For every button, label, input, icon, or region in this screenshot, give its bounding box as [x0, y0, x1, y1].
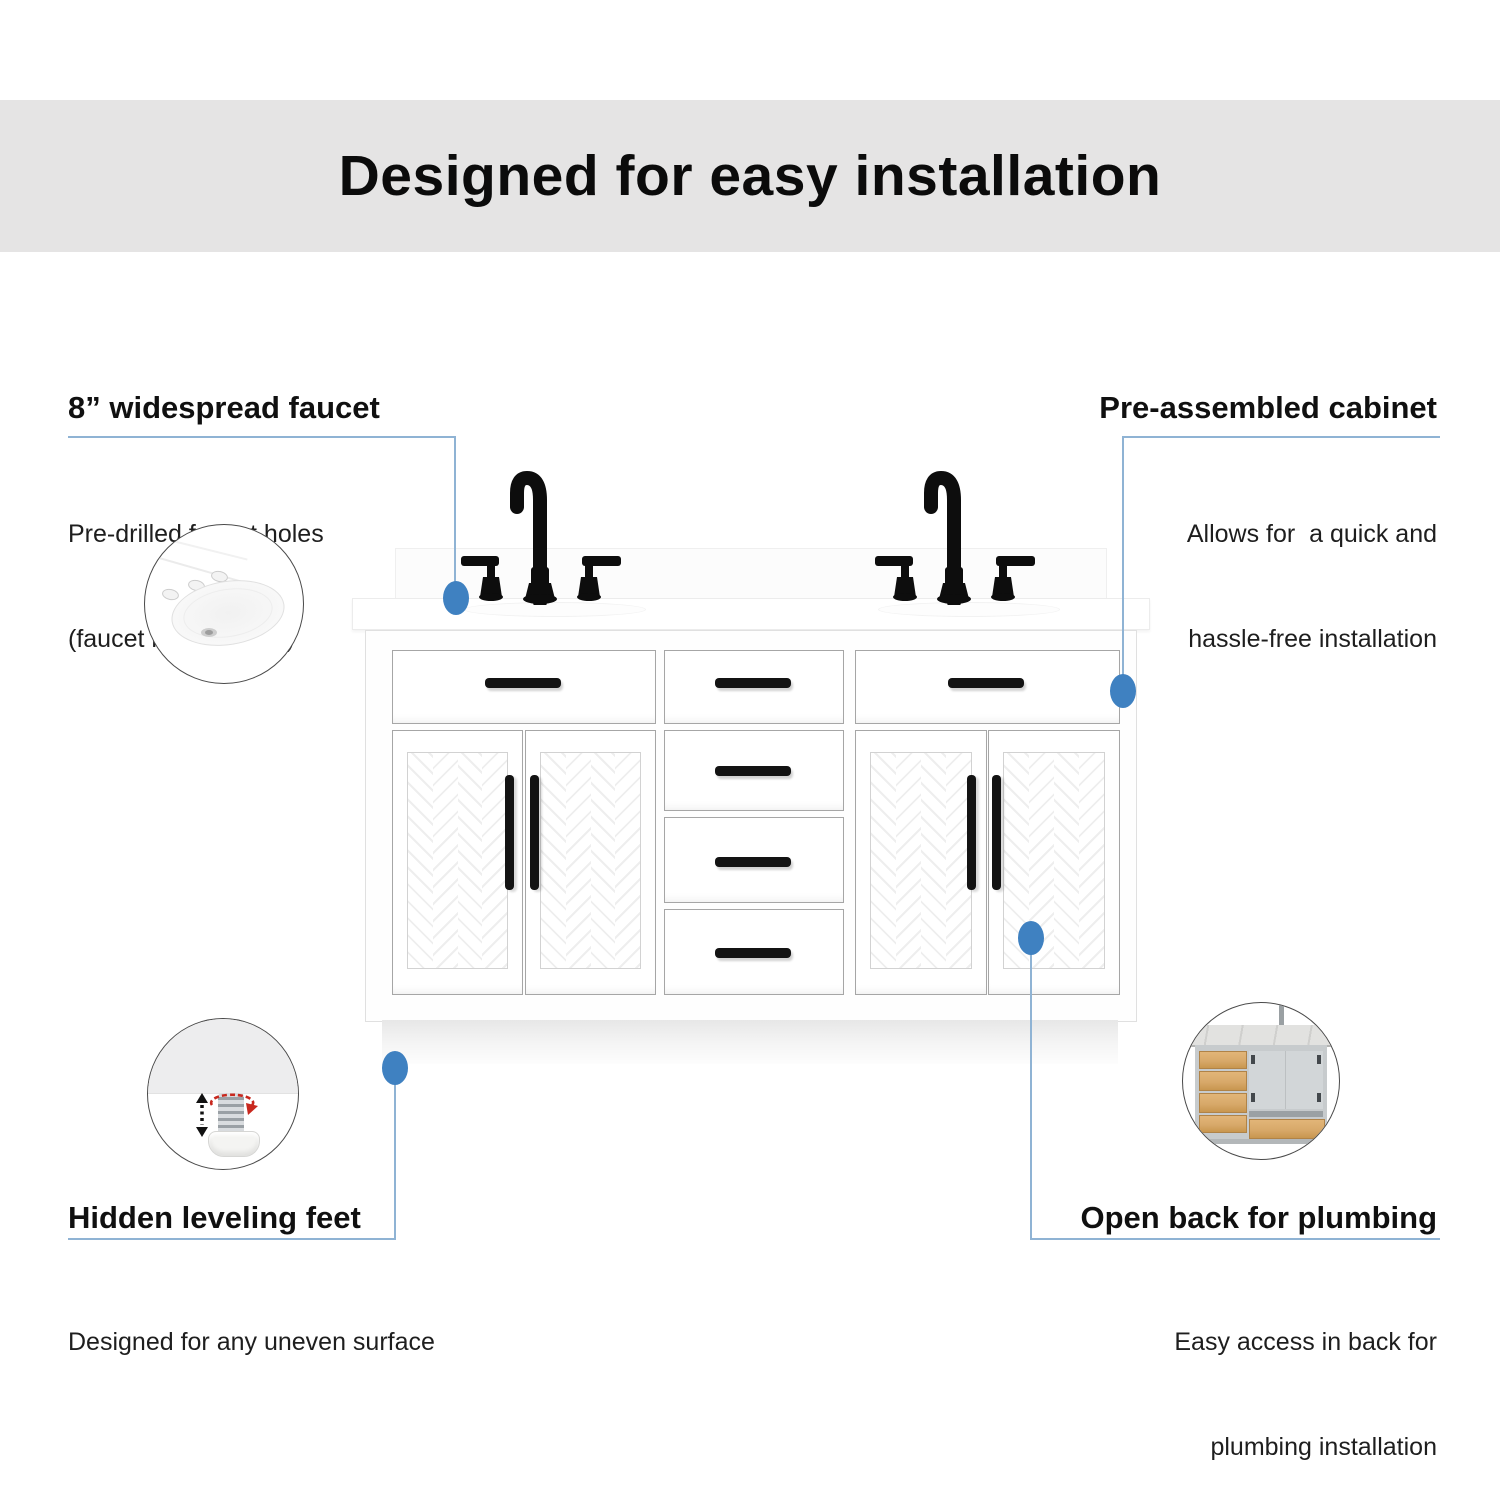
callout-cabinet-line2: hassle-free installation	[1188, 625, 1437, 653]
callout-plumbing-body: Easy access in back for plumbing install…	[1174, 1255, 1437, 1500]
hinge-icon	[1317, 1055, 1321, 1064]
callout-cabinet-body: Allows for a quick and hassle-free insta…	[1187, 447, 1437, 727]
center-drawer-3-handle	[715, 948, 791, 958]
vanity-backsplash	[395, 548, 1107, 601]
threaded-bolt	[218, 1093, 244, 1135]
drain-pipe	[1279, 1003, 1284, 1027]
callout-faucet-pointer-dot	[443, 581, 469, 615]
right-sink-outline	[878, 602, 1060, 617]
vanity-toe-kick	[382, 1020, 1118, 1064]
drawer-back-2	[1199, 1071, 1247, 1091]
top-drawer-left-handle	[485, 678, 561, 688]
callout-cabinet-title: Pre-assembled cabinet	[1099, 390, 1437, 425]
callout-plumbing-line2: plumbing installation	[1210, 1433, 1437, 1461]
callout-feet-line-horizontal	[68, 1238, 396, 1240]
page-title: Designed for easy installation	[338, 144, 1162, 208]
hinge-icon	[1317, 1093, 1321, 1102]
right-door-2-handle	[992, 775, 1001, 890]
hinge-icon	[1251, 1093, 1255, 1102]
callout-feet-title: Hidden leveling feet	[68, 1200, 361, 1235]
callout-feet-pointer-dot	[382, 1051, 408, 1085]
callout-cabinet-line-vertical	[1122, 436, 1124, 691]
height-adjust-arrow-icon	[196, 1093, 208, 1137]
drawer-back-3	[1199, 1093, 1247, 1113]
center-drawer-2-handle	[715, 857, 791, 867]
callout-faucet-line-vertical	[454, 436, 456, 598]
top-drawer-right-handle	[948, 678, 1024, 688]
foot-pad	[208, 1131, 260, 1157]
left-door-2-handle	[530, 775, 539, 890]
open-back-panel	[1249, 1051, 1323, 1109]
rear-rail	[1249, 1111, 1323, 1117]
callout-faucet-line-horizontal	[68, 436, 456, 438]
faucet-hole-1	[161, 587, 180, 602]
right-widespread-faucet-icon	[875, 470, 1035, 605]
banner: Designed for easy installation	[0, 100, 1500, 252]
top-drawer-center-handle	[715, 678, 791, 688]
bottom-drawer-back	[1249, 1119, 1325, 1139]
right-door-1-handle	[967, 775, 976, 890]
callout-faucet-title: 8” widespread faucet	[68, 390, 380, 425]
left-door-2-herringbone-panel	[540, 752, 641, 969]
open-back-inset-icon	[1182, 1002, 1340, 1160]
center-drawer-2	[664, 817, 844, 903]
right-door-1-herringbone-panel	[870, 752, 972, 969]
left-widespread-faucet-icon	[461, 470, 621, 605]
callout-feet-line1: Designed for any uneven surface	[68, 1328, 435, 1356]
callout-cabinet-line1: Allows for a quick and	[1186, 520, 1437, 548]
callout-cabinet-line-horizontal	[1122, 436, 1440, 438]
callout-plumbing-line-vertical	[1030, 938, 1032, 1240]
left-door-1-herringbone-panel	[407, 752, 508, 969]
callout-plumbing-line-horizontal	[1031, 1238, 1440, 1240]
callout-feet-body: Designed for any uneven surface	[68, 1255, 435, 1430]
drawer-back-4	[1199, 1115, 1247, 1133]
rotation-arrow-icon	[209, 1093, 258, 1115]
sink-inset-icon	[144, 524, 304, 684]
callout-feet-line-vertical	[394, 1068, 396, 1240]
hinge-icon	[1251, 1055, 1255, 1064]
callout-plumbing-title: Open back for plumbing	[1080, 1200, 1437, 1235]
left-door-1-handle	[505, 775, 514, 890]
callout-plumbing-line1: Easy access in back for	[1174, 1328, 1437, 1356]
leveling-foot-inset-icon	[147, 1018, 299, 1170]
marble-top	[1191, 1025, 1331, 1047]
callout-cabinet-pointer-dot	[1110, 674, 1136, 708]
drawer-back-1	[1199, 1051, 1247, 1069]
callout-plumbing-pointer-dot	[1018, 921, 1044, 955]
cabinet-underside	[148, 1019, 298, 1094]
center-drawer-1-handle	[715, 766, 791, 776]
